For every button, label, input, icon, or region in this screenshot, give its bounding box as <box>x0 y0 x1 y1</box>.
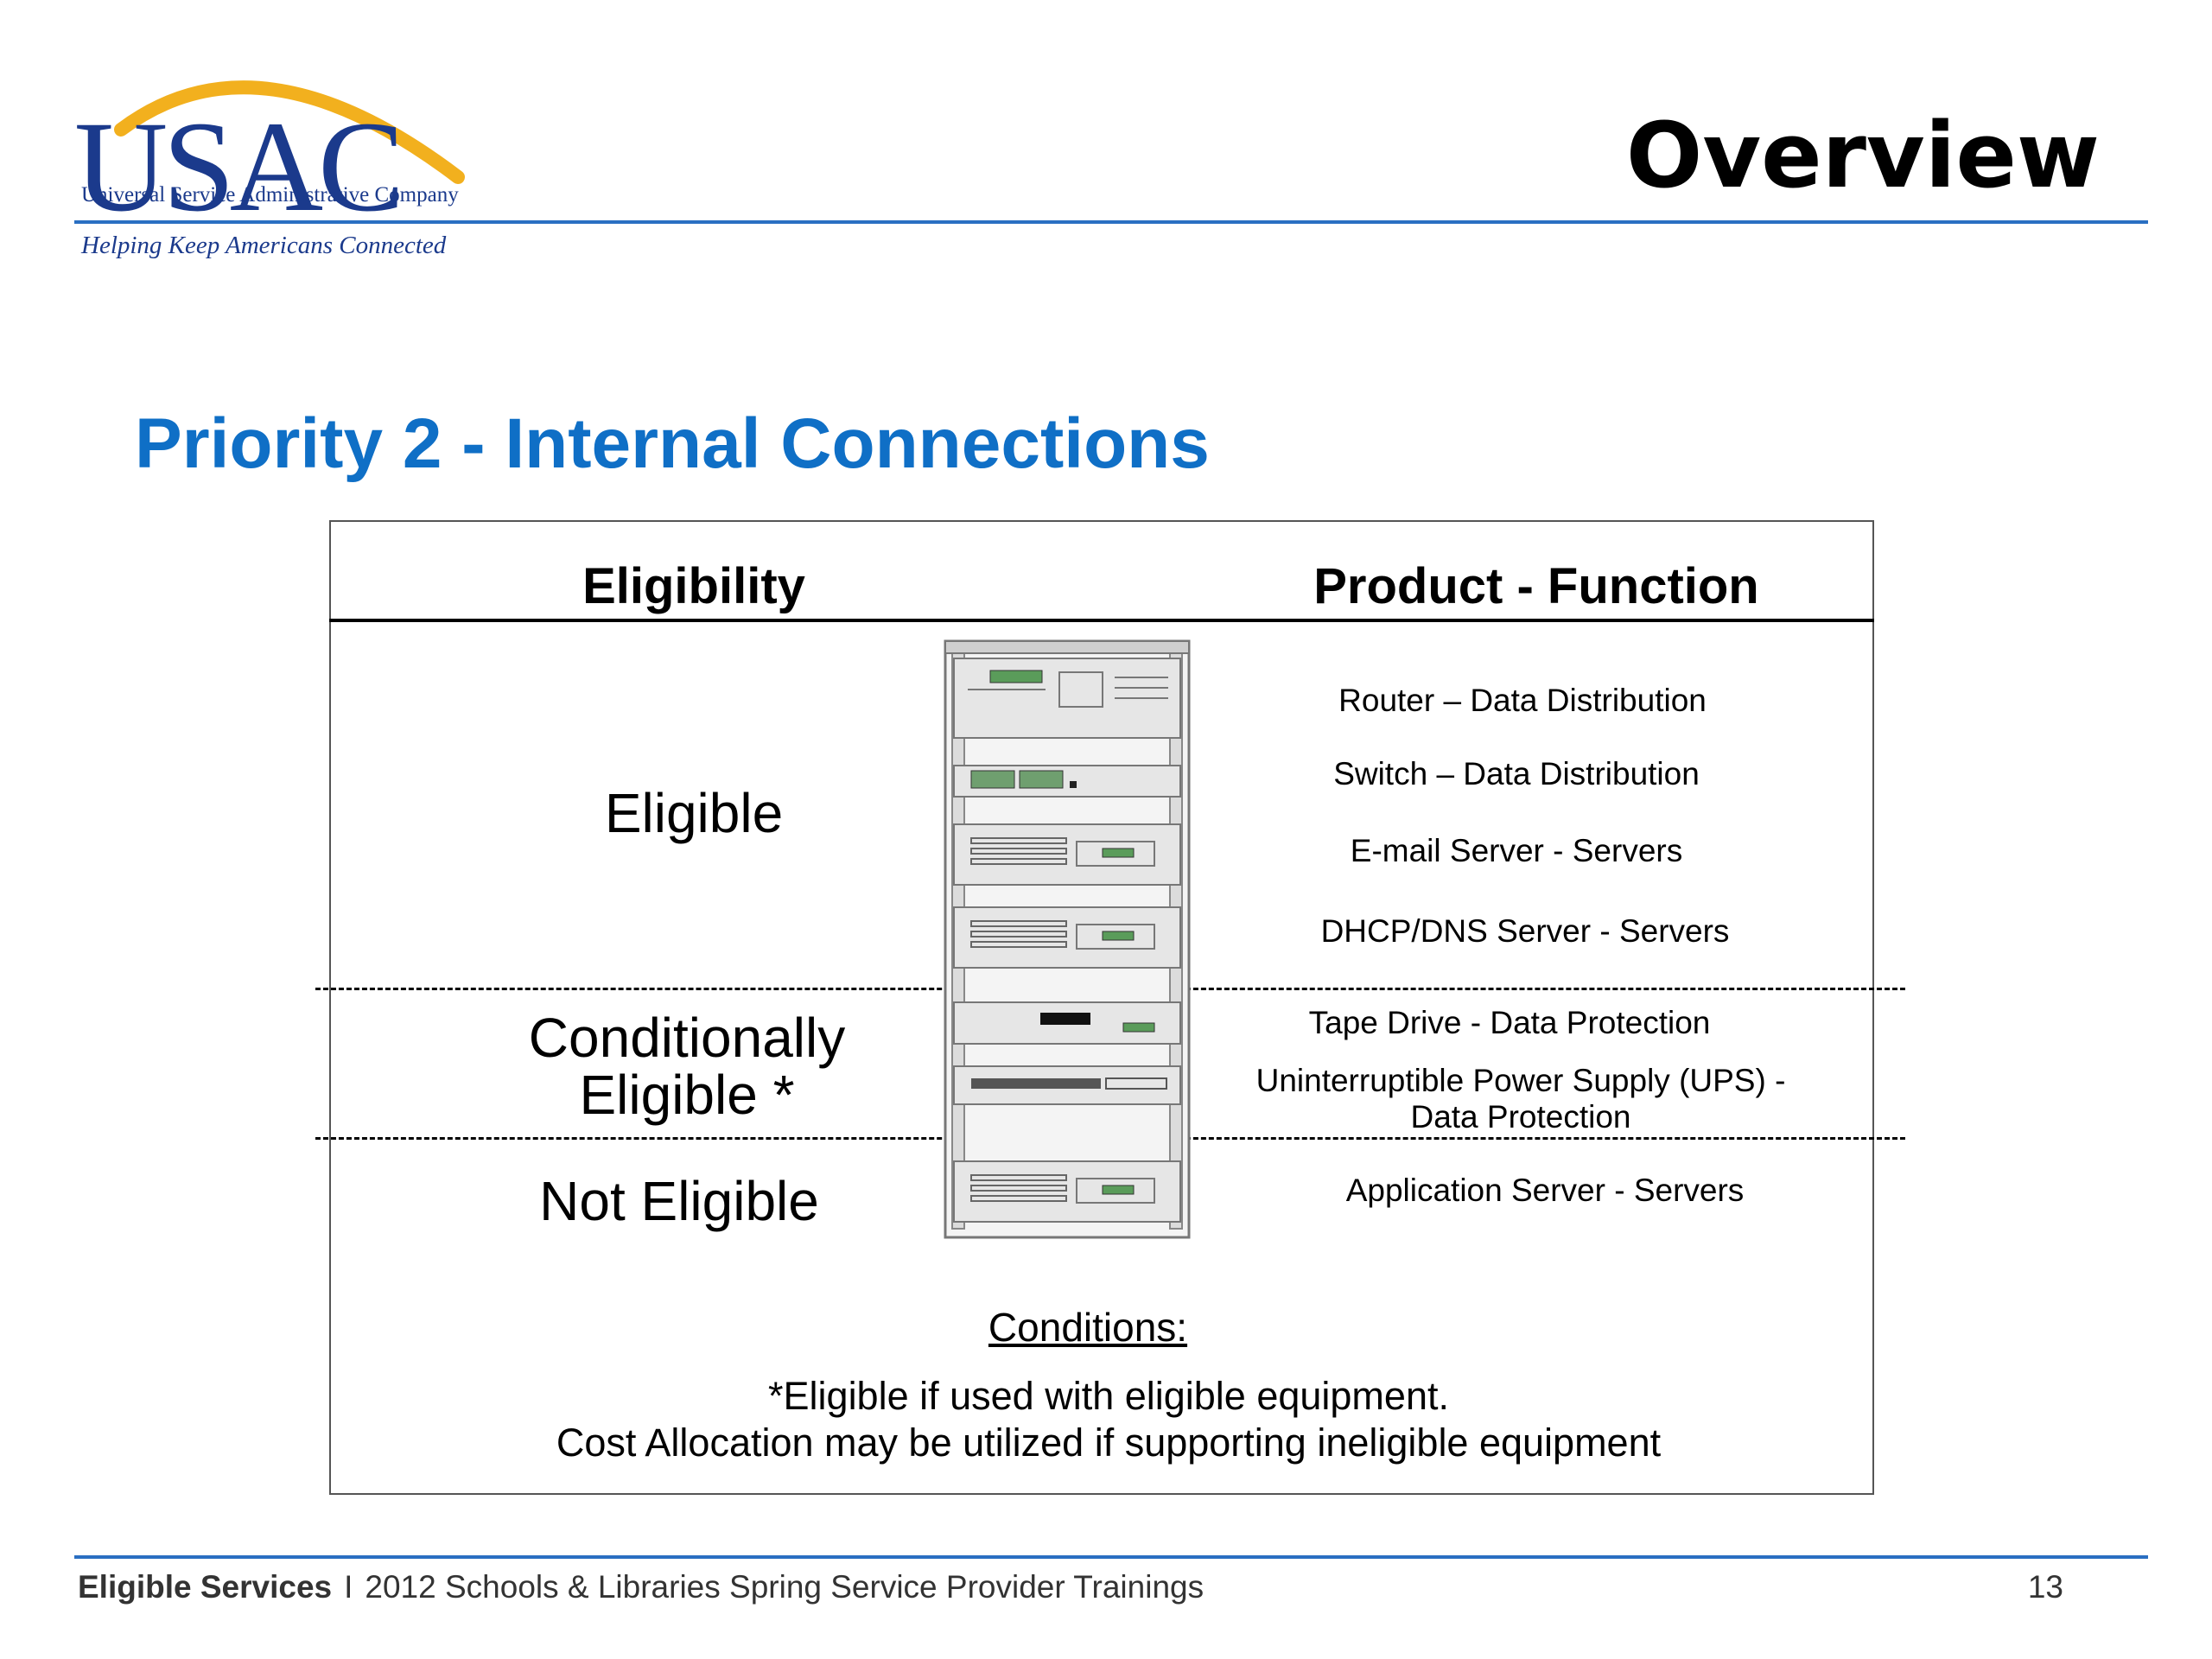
category-conditional-line-2: Eligible * <box>579 1064 795 1126</box>
category-conditional-line-1: Conditionally <box>528 1007 846 1069</box>
rack-switch-unit <box>953 765 1181 798</box>
rack-tape-drive-unit <box>953 1001 1181 1045</box>
product-ups: Uninterruptible Power Supply (UPS) - Dat… <box>1256 1063 1786 1135</box>
server-rack-icon <box>944 639 1191 1239</box>
page-number: 13 <box>2027 1569 2063 1605</box>
footer-section: Eligible Services <box>78 1569 333 1605</box>
category-conditionally-eligible: Conditionally Eligible * <box>529 1009 845 1123</box>
rack-email-server-unit <box>953 823 1181 886</box>
category-not-eligible: Not Eligible <box>539 1170 819 1232</box>
condition-line-2: Cost Allocation may be utilized if suppo… <box>556 1421 1662 1465</box>
column-header-eligibility: Eligibility <box>582 558 805 614</box>
category-eligible: Eligible <box>604 782 784 844</box>
product-ups-line-2: Data Protection <box>1410 1099 1631 1135</box>
logo-wordmark: USAC <box>74 95 404 238</box>
logo-company-name: Universal Service Administrative Company <box>81 183 459 207</box>
rack-ups-unit <box>953 1065 1181 1105</box>
product-ups-line-1: Uninterruptible Power Supply (UPS) - <box>1255 1063 1786 1098</box>
product-switch: Switch – Data Distribution <box>1333 756 1700 791</box>
footer-separator: I <box>344 1569 353 1605</box>
footer-divider <box>74 1555 2148 1559</box>
slide-heading: Priority 2 - Internal Connections <box>135 404 1210 483</box>
product-dhcp-dns-server: DHCP/DNS Server - Servers <box>1320 913 1730 949</box>
logo-tagline: Helping Keep Americans Connected <box>81 232 447 259</box>
conditions-title: Conditions: <box>988 1305 1188 1350</box>
header-title: Overview <box>1625 103 2100 208</box>
product-tape-drive: Tape Drive - Data Protection <box>1308 1005 1711 1040</box>
rack-application-server-unit <box>953 1160 1181 1223</box>
product-router: Router – Data Distribution <box>1338 683 1707 718</box>
product-email-server: E-mail Server - Servers <box>1350 833 1683 868</box>
column-header-rule <box>329 619 1874 622</box>
footer-event: 2012 Schools & Libraries Spring Service … <box>365 1569 1205 1605</box>
logo-arc-icon <box>114 80 465 184</box>
product-application-server: Application Server - Servers <box>1345 1173 1745 1208</box>
header-divider <box>74 220 2148 224</box>
footer-text: Eligible Services I 2012 Schools & Librari… <box>78 1571 1204 1603</box>
condition-line-1: *Eligible if used with eligible equipmen… <box>768 1374 1449 1418</box>
column-header-product-function: Product - Function <box>1313 558 1759 614</box>
rack-dhcp-dns-server-unit <box>953 906 1181 969</box>
rack-router-unit <box>953 658 1181 739</box>
usac-logo: USAC Universal Service Administrative Co… <box>69 52 518 268</box>
